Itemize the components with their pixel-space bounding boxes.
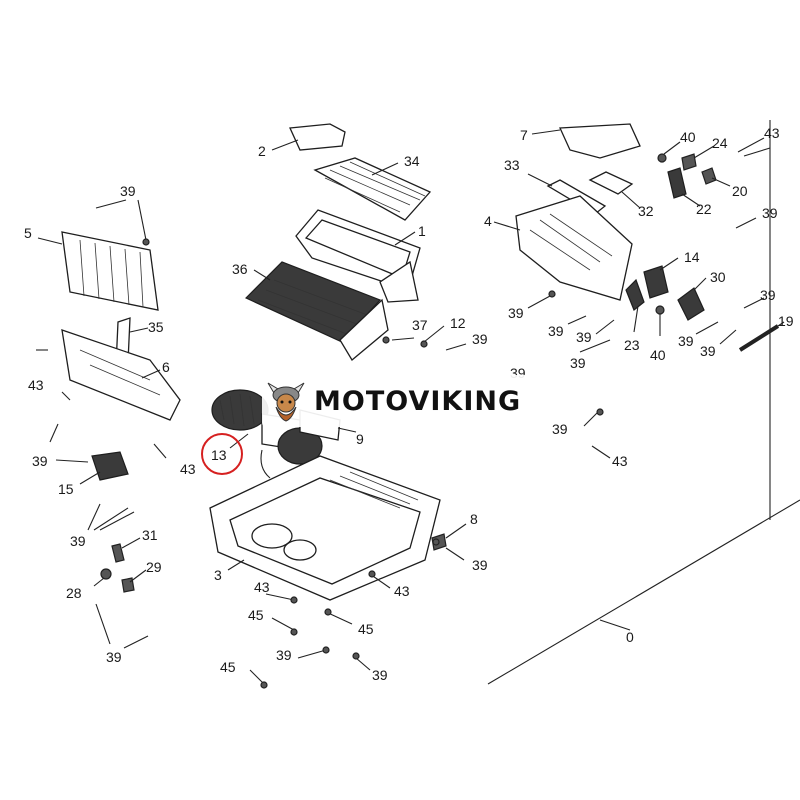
part-1-heater-core-frame (295, 209, 421, 303)
callout-4: 4 (484, 213, 492, 229)
callout-2: 2 (258, 143, 266, 159)
callout-43-a: 43 (764, 125, 780, 141)
callout-43-c: 43 (180, 461, 196, 477)
callout-39-g: 39 (472, 557, 488, 573)
part-7-upper-housing (531, 123, 641, 159)
part-2-bracket (271, 123, 346, 151)
callout-23: 23 (624, 337, 640, 353)
part-19-rod (738, 321, 785, 352)
fasteners (36, 137, 771, 689)
part-32-flap (588, 171, 641, 209)
callout-40-a: 40 (680, 129, 696, 145)
callout-45-b: 45 (358, 621, 374, 637)
callout-3: 3 (214, 567, 222, 583)
callout-5: 5 (24, 225, 32, 241)
callout-39-l: 39 (570, 355, 586, 371)
callout-37: 37 (412, 317, 428, 333)
part-36-evaporator (244, 261, 389, 361)
callout-0: 0 (626, 629, 634, 645)
callout-45-a: 45 (248, 607, 264, 623)
callout-45-c: 45 (220, 659, 236, 675)
part-23-lever (625, 278, 645, 333)
callout-15: 15 (58, 481, 74, 497)
callout-43-e: 43 (394, 583, 410, 599)
callout-36: 36 (232, 261, 248, 277)
callout-13: 13 (211, 447, 227, 463)
callout-33: 33 (504, 157, 520, 173)
callout-39-e: 39 (276, 647, 292, 663)
callout-28: 28 (66, 585, 82, 601)
watermark-brand-text: MOTOVIKING (314, 385, 522, 417)
part-14-actuator (643, 257, 679, 299)
part-22-actuator-arm (667, 167, 701, 207)
callout-32: 32 (638, 203, 654, 219)
part-15-sensor (79, 451, 129, 485)
callout-43-b: 43 (28, 377, 44, 393)
callout-39-h: 39 (472, 331, 488, 347)
callout-39-p: 39 (760, 287, 776, 303)
callout-6: 6 (162, 359, 170, 375)
callout-24: 24 (712, 135, 728, 151)
part-3-lower-housing (209, 455, 441, 601)
callout-39-b: 39 (32, 453, 48, 469)
motoviking-watermark: MOTOVIKING (262, 375, 536, 427)
part-40-bolts (655, 141, 681, 336)
viking-mascot-icon (267, 382, 305, 422)
part-13-highlight-ring (201, 433, 243, 475)
part-6-lower-duct (61, 329, 181, 421)
part-4-center-housing (493, 195, 633, 301)
callout-39-a: 39 (120, 183, 136, 199)
part-24-sensor (681, 145, 715, 171)
part-5-housing-panel (37, 231, 159, 311)
callout-39-i: 39 (508, 305, 524, 321)
callout-12: 12 (450, 315, 466, 331)
callout-7: 7 (520, 127, 528, 143)
callout-14: 14 (684, 249, 700, 265)
callout-9: 9 (356, 431, 364, 447)
callout-43-f: 43 (612, 453, 628, 469)
callout-39-j: 39 (548, 323, 564, 339)
part-31-clip (111, 537, 141, 563)
callout-39-q: 39 (678, 333, 694, 349)
part-28-clip (93, 568, 112, 587)
callout-39-o: 39 (762, 205, 778, 221)
callout-43-d: 43 (254, 579, 270, 595)
callout-34: 34 (404, 153, 420, 169)
callout-labels: 0 1 2 3 4 5 6 7 8 9 12 13 14 15 19 20 22… (24, 125, 794, 683)
callout-39-k: 39 (576, 329, 592, 345)
part-34-filter (313, 157, 432, 221)
callout-39-n: 39 (552, 421, 568, 437)
callout-31: 31 (142, 527, 158, 543)
part-29-clip (121, 569, 147, 593)
callout-39-f: 39 (372, 667, 388, 683)
part-30-actuator (677, 277, 707, 321)
callout-29: 29 (146, 559, 162, 575)
part-20-sensor (701, 167, 731, 187)
callout-1: 1 (418, 223, 426, 239)
callout-30: 30 (710, 269, 726, 285)
part-8-clip (431, 523, 467, 551)
callout-39-c: 39 (70, 533, 86, 549)
callout-19: 19 (778, 313, 794, 329)
callout-22: 22 (696, 201, 712, 217)
assembly-border (487, 120, 800, 685)
callout-8: 8 (470, 511, 478, 527)
callout-35: 35 (148, 319, 164, 335)
callout-40-b: 40 (650, 347, 666, 363)
callout-20: 20 (732, 183, 748, 199)
callout-39-r: 39 (700, 343, 716, 359)
callout-39-d: 39 (106, 649, 122, 665)
